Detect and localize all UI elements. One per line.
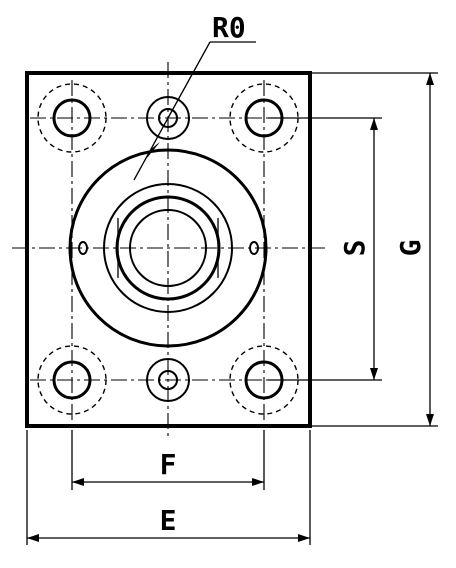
radius-leader [133,41,256,181]
extension-lines [26,72,438,545]
radius-label: R0 [212,11,246,44]
dimension-S-label: S [338,240,371,257]
bottom-small-hole [146,358,190,402]
dimension-E-label: E [160,504,177,537]
pin-hole-right [249,241,259,255]
corner-hole-top-left [37,83,107,153]
bore-circle [129,209,207,287]
corner-hole-bottom-left [37,345,107,415]
bearing-circle [115,195,221,301]
dimension-G-label: G [394,240,427,257]
center-lines [12,62,325,440]
top-small-hole [146,96,190,140]
flange-outer-circle [68,148,268,348]
flange-middle-circle [103,183,233,313]
dimension-F-label: F [160,448,177,481]
pin-hole-left [78,241,88,255]
